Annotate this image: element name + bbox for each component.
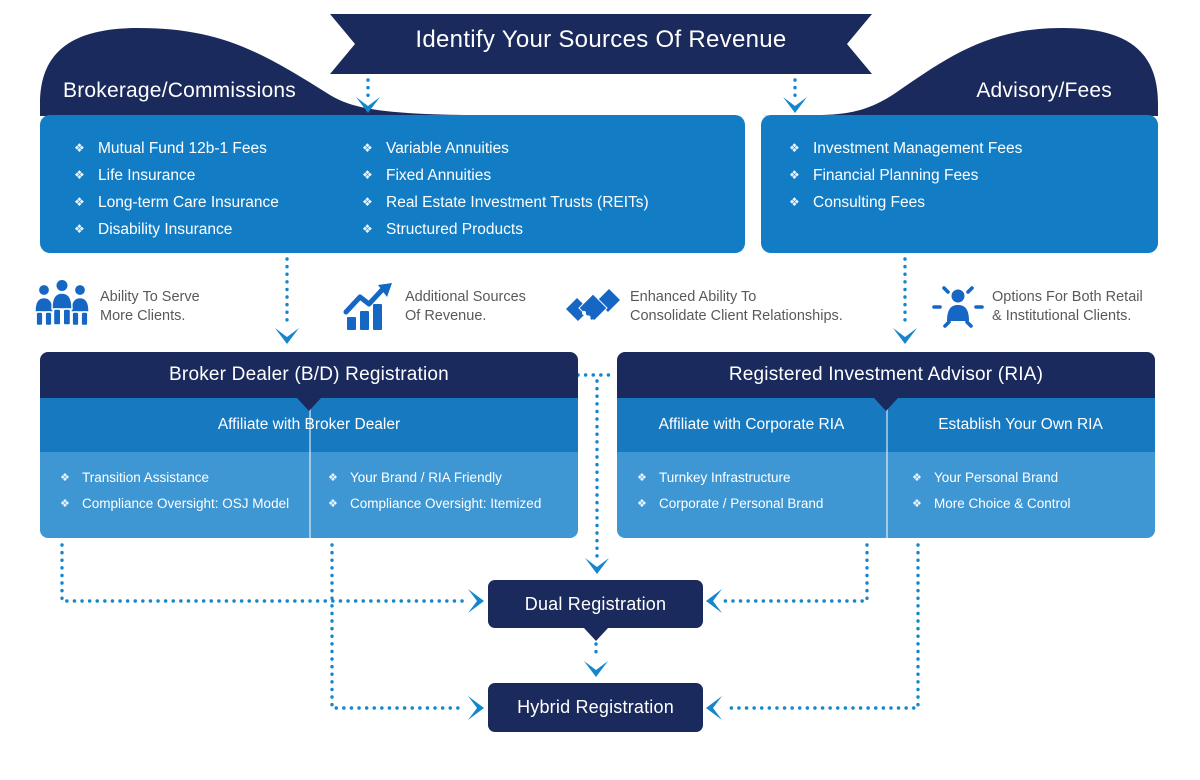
advisory-panel: ❖Investment Management Fees ❖Financial P… xyxy=(761,115,1158,253)
list-item: ❖Financial Planning Fees xyxy=(789,162,1022,189)
ria-subtitle-own: Establish Your Own RIA xyxy=(938,416,1103,433)
broker-dealer-box: Broker Dealer (B/D) Registration Affilia… xyxy=(40,352,578,538)
list-item: ❖Your Personal Brand xyxy=(912,465,1071,491)
broker-dealer-col2: ❖Your Brand / RIA Friendly ❖Compliance O… xyxy=(328,465,541,517)
brokerage-list-col1: ❖Mutual Fund 12b-1 Fees ❖Life Insurance … xyxy=(74,135,279,243)
column-divider xyxy=(886,398,888,538)
dual-registration-box: Dual Registration xyxy=(488,580,703,641)
growth-chart-icon xyxy=(343,283,392,330)
benefit-caption: Options For Both Retail & Institutional … xyxy=(992,289,1143,324)
ria-box: Registered Investment Advisor (RIA) Affi… xyxy=(617,352,1155,538)
notch-pointer xyxy=(583,628,608,641)
list-item: ❖More Choice & Control xyxy=(912,491,1071,517)
list-item: ❖Real Estate Investment Trusts (REITs) xyxy=(362,189,649,216)
brokerage-panel: ❖Mutual Fund 12b-1 Fees ❖Life Insurance … xyxy=(40,115,745,253)
benefit-caption: Additional Sources Of Revenue. xyxy=(405,289,526,324)
list-item: ❖Compliance Oversight: Itemized xyxy=(328,491,541,517)
four-point-bullet-icon: ❖ xyxy=(637,497,647,510)
handshake-icon xyxy=(566,289,620,324)
brokerage-heading: Brokerage/Commissions xyxy=(63,79,296,102)
ria-col2: ❖Your Personal Brand ❖More Choice & Cont… xyxy=(912,465,1071,517)
brokerage-list-col2: ❖Variable Annuities ❖Fixed Annuities ❖Re… xyxy=(362,135,649,243)
four-point-bullet-icon: ❖ xyxy=(74,168,85,182)
dotted-connectors xyxy=(60,78,920,710)
broker-dealer-title: Broker Dealer (B/D) Registration xyxy=(40,352,578,398)
people-group-icon xyxy=(34,278,90,327)
hybrid-registration-box: Hybrid Registration xyxy=(488,683,703,732)
four-point-bullet-icon: ❖ xyxy=(74,141,85,155)
broker-dealer-col1: ❖Transition Assistance ❖Compliance Overs… xyxy=(60,465,289,517)
four-point-bullet-icon: ❖ xyxy=(789,195,800,209)
column-divider xyxy=(309,398,311,538)
advisory-blob-shape xyxy=(761,28,1158,116)
four-point-bullet-icon: ❖ xyxy=(362,168,373,182)
four-point-bullet-icon: ❖ xyxy=(789,168,800,182)
arrowheads xyxy=(275,97,917,720)
four-point-bullet-icon: ❖ xyxy=(637,471,647,484)
four-point-bullet-icon: ❖ xyxy=(362,141,373,155)
list-item: ❖Structured Products xyxy=(362,216,649,243)
four-point-bullet-icon: ❖ xyxy=(912,497,922,510)
ribbon-banner-shape xyxy=(330,14,872,74)
four-point-bullet-icon: ❖ xyxy=(60,471,70,484)
ria-col1: ❖Turnkey Infrastructure ❖Corporate / Per… xyxy=(637,465,823,517)
ria-subtitle-corporate: Affiliate with Corporate RIA xyxy=(658,416,845,433)
page-title: Identify Your Sources Of Revenue xyxy=(415,26,787,53)
four-point-bullet-icon: ❖ xyxy=(912,471,922,484)
brokerage-blob-shape xyxy=(40,28,745,116)
benefit-caption: Enhanced Ability To Consolidate Client R… xyxy=(630,289,843,324)
list-item: ❖Disability Insurance xyxy=(74,216,279,243)
ria-title: Registered Investment Advisor (RIA) xyxy=(617,352,1155,398)
list-item: ❖Long-term Care Insurance xyxy=(74,189,279,216)
list-item: ❖Transition Assistance xyxy=(60,465,289,491)
list-item: ❖Life Insurance xyxy=(74,162,279,189)
list-item: ❖Variable Annuities xyxy=(362,135,649,162)
advisory-list: ❖Investment Management Fees ❖Financial P… xyxy=(789,135,1022,216)
benefit-caption: Ability To Serve More Clients. xyxy=(100,289,200,324)
four-point-bullet-icon: ❖ xyxy=(789,141,800,155)
four-point-bullet-icon: ❖ xyxy=(328,471,338,484)
list-item: ❖Mutual Fund 12b-1 Fees xyxy=(74,135,279,162)
four-point-bullet-icon: ❖ xyxy=(60,497,70,510)
list-item: ❖Your Brand / RIA Friendly xyxy=(328,465,541,491)
list-item: ❖Turnkey Infrastructure xyxy=(637,465,823,491)
list-item: ❖Fixed Annuities xyxy=(362,162,649,189)
list-item: ❖Corporate / Personal Brand xyxy=(637,491,823,517)
person-focus-icon xyxy=(932,286,984,328)
four-point-bullet-icon: ❖ xyxy=(362,222,373,236)
list-item: ❖Compliance Oversight: OSJ Model xyxy=(60,491,289,517)
list-item: ❖Investment Management Fees xyxy=(789,135,1022,162)
four-point-bullet-icon: ❖ xyxy=(74,222,85,236)
list-item: ❖Consulting Fees xyxy=(789,189,1022,216)
notch-pointer xyxy=(297,398,321,411)
four-point-bullet-icon: ❖ xyxy=(328,497,338,510)
four-point-bullet-icon: ❖ xyxy=(362,195,373,209)
advisory-heading: Advisory/Fees xyxy=(976,79,1112,102)
four-point-bullet-icon: ❖ xyxy=(74,195,85,209)
notch-pointer xyxy=(874,398,898,411)
